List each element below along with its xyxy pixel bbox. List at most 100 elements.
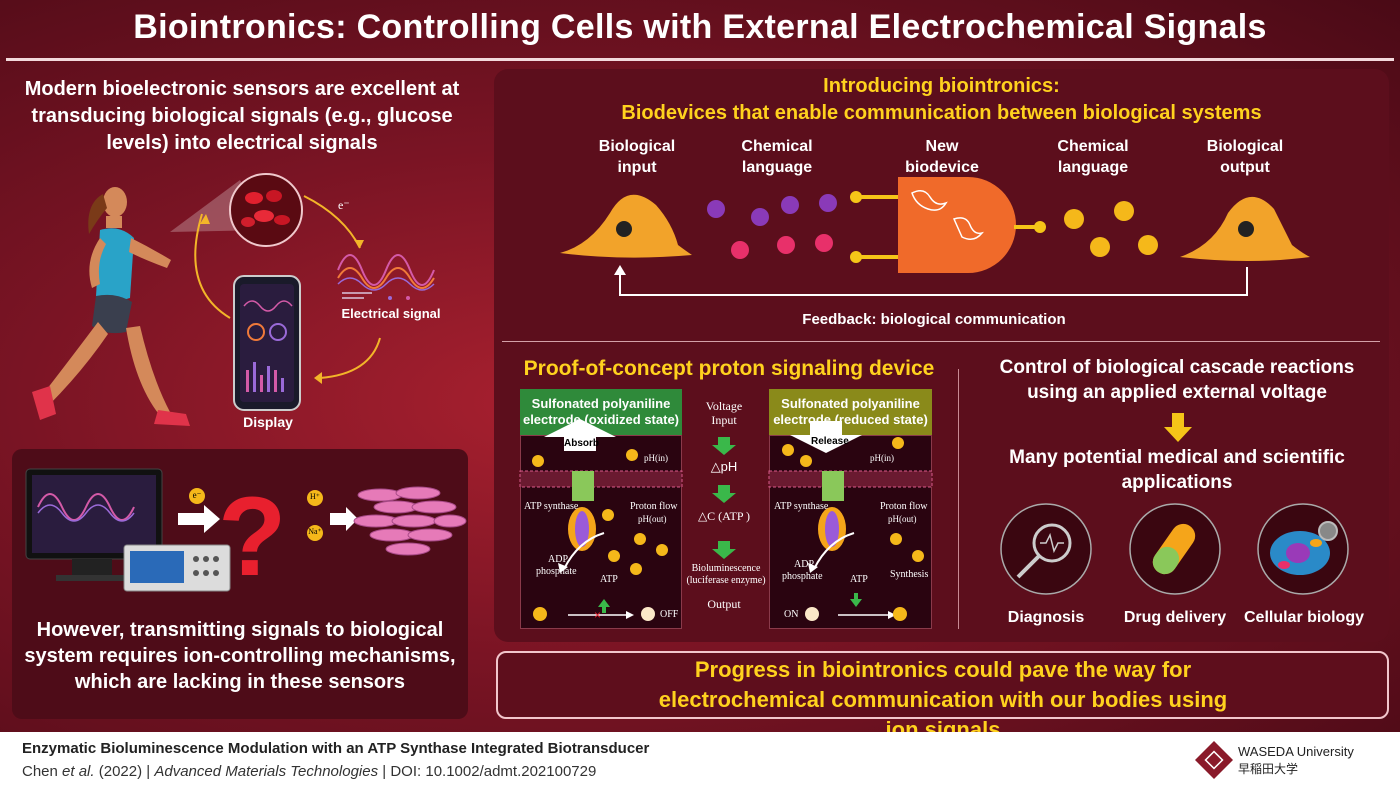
electron-badge: e⁻ — [192, 490, 202, 500]
blood-cells-view — [170, 173, 303, 247]
step-bioluminescence: Bioluminescence (luciferase enzyme) — [686, 563, 766, 586]
atp-synthase-label-right: ATP synthase — [774, 501, 829, 512]
feedback-label: Feedback: biological communication — [802, 311, 1066, 328]
intro-title: Introducing biointronics: — [823, 75, 1060, 97]
oxidized-electrode-header: Sulfonated polyaniline electrode (oxidiz… — [520, 389, 682, 435]
reduced-electrode-body — [769, 435, 932, 629]
reference-bar: Enzymatic Bioluminescence Modulation wit… — [0, 732, 1400, 788]
limitation-panel: ? e⁻ H⁺ Na⁺ However, transmitting signal… — [12, 449, 468, 719]
citation-authors: Chen — [22, 763, 58, 780]
label-biological-input: Biological input — [598, 138, 676, 176]
on-label: ON — [784, 609, 799, 620]
h-ion-badge: H⁺ — [310, 492, 320, 501]
biointronics-panel: Introducing biointronics: Biodevices tha… — [494, 69, 1389, 642]
waseda-logo-icon — [1195, 741, 1233, 779]
electrical-signal-label: Electrical signal — [341, 306, 441, 321]
ph-out-left: pH(out) — [638, 514, 667, 524]
adp-label-right: ADP — [794, 559, 815, 570]
oxidized-electrode-body — [520, 435, 682, 629]
cell-cluster-icon — [353, 486, 467, 556]
synthesis-label: Synthesis — [890, 569, 929, 580]
citation: Chen et al. (2022) | Advanced Materials … — [22, 763, 596, 780]
intro-subtitle: Biodevices that enable communication bet… — [621, 102, 1262, 124]
label-biological-output: Biological output — [1206, 138, 1284, 176]
arrow-right-icon-2 — [330, 507, 358, 531]
sensor-panel: Modern bioelectronic sensors are excelle… — [8, 70, 478, 438]
new-biodevice-icon — [850, 177, 1046, 273]
ph-in-left: pH(in) — [644, 453, 668, 463]
runner-figure — [32, 187, 190, 426]
atp-label-left: ATP — [600, 574, 618, 585]
citation-journal: Advanced Materials Technologies — [154, 763, 379, 780]
monitor-icon — [25, 468, 163, 581]
ph-in-right: pH(in) — [870, 453, 894, 463]
step-delta-ph: △pH — [710, 459, 738, 474]
section-divider — [502, 341, 1380, 342]
proton-flow-left: Proton flow — [630, 501, 678, 512]
proton-device-diagram: × — [519, 419, 933, 622]
app-cellular-biology-label: Cellular biology — [1243, 609, 1364, 626]
display-label: Display — [243, 414, 293, 430]
phone-display — [233, 275, 301, 411]
ph-out-right: pH(out) — [888, 514, 917, 524]
arrow-right-icon — [178, 505, 220, 533]
instrument-icon — [123, 544, 231, 592]
title-divider — [6, 58, 1394, 61]
feedback-arrow — [619, 267, 1248, 296]
release-arrow — [790, 421, 862, 453]
diagnosis-icon — [1000, 503, 1092, 595]
phosphate-label-right: phosphate — [782, 571, 823, 582]
sensor-description: Modern bioelectronic sensors are excelle… — [24, 78, 460, 154]
electrical-signal-wave — [337, 254, 435, 300]
down-arrow-icon — [1164, 413, 1192, 442]
absorb-label: Absorb — [564, 438, 599, 449]
citation-separator: | — [146, 763, 151, 780]
na-ion-badge: Na⁺ — [308, 527, 322, 536]
adp-label-left: ADP — [548, 554, 569, 565]
poster: Biointronics: Controlling Cells with Ext… — [0, 0, 1400, 732]
application-icons — [1000, 503, 1349, 595]
communication-diagram — [560, 177, 1310, 296]
citation-year: (2022) — [98, 763, 143, 780]
svg-text:×: × — [594, 608, 601, 622]
sensor-illustration — [32, 173, 435, 426]
electron-label: e⁻ — [338, 198, 350, 212]
app-drug-delivery-label: Drug delivery — [1123, 609, 1227, 626]
limitation-illustration: ? — [25, 468, 467, 599]
phosphate-label-left: phosphate — [536, 566, 577, 577]
citation-etal: et al. — [62, 763, 95, 780]
atp-synthase-label-left: ATP synthase — [524, 501, 579, 512]
drug-delivery-icon — [1129, 503, 1221, 595]
orange-molecules — [1064, 201, 1158, 257]
page-title: Biointronics: Controlling Cells with Ext… — [133, 8, 1267, 46]
citation-separator-2: | — [382, 763, 387, 780]
paper-title: Enzymatic Bioluminescence Modulation wit… — [22, 740, 650, 757]
applications-text: Many potential medical and scientific ap… — [1009, 447, 1345, 493]
off-label: OFF — [660, 609, 679, 620]
limitation-text: However, transmitting signals to biologi… — [24, 619, 456, 693]
citation-doi: DOI: 10.1002/admt.202100729 — [390, 763, 597, 780]
app-diagnosis-label: Diagnosis — [1007, 609, 1085, 626]
question-mark-icon: ? — [218, 474, 286, 599]
label-new-biodevice: New biodevice — [905, 138, 979, 176]
cellular-biology-icon — [1257, 503, 1349, 595]
conclusion-box: Progress in biointronics could pave the … — [496, 651, 1389, 732]
university-name: WASEDA University — [1238, 744, 1354, 759]
atp-label-right: ATP — [850, 574, 868, 585]
vertical-divider — [958, 369, 959, 629]
label-chemical-language-1: Chemical language — [741, 138, 813, 176]
pink-molecules — [731, 234, 833, 259]
conclusion-text: Progress in biointronics could pave the … — [658, 657, 1228, 732]
proton-flow-right: Proton flow — [880, 501, 928, 512]
step-arrows — [712, 437, 736, 559]
release-label: Release — [811, 436, 849, 447]
control-text: Control of biological cascade reactions … — [999, 357, 1355, 403]
university-name-jp: 早稲田大学 — [1238, 762, 1299, 776]
step-output: Output — [707, 597, 741, 611]
purple-molecules — [707, 194, 837, 226]
label-chemical-language-2: Chemical language — [1057, 138, 1129, 176]
step-delta-c: △C (ATP ) — [697, 509, 751, 523]
absorb-arrow — [544, 419, 616, 451]
proof-title: Proof-of-concept proton signaling device — [523, 357, 935, 380]
step-voltage-input: Voltage Input — [705, 399, 743, 427]
